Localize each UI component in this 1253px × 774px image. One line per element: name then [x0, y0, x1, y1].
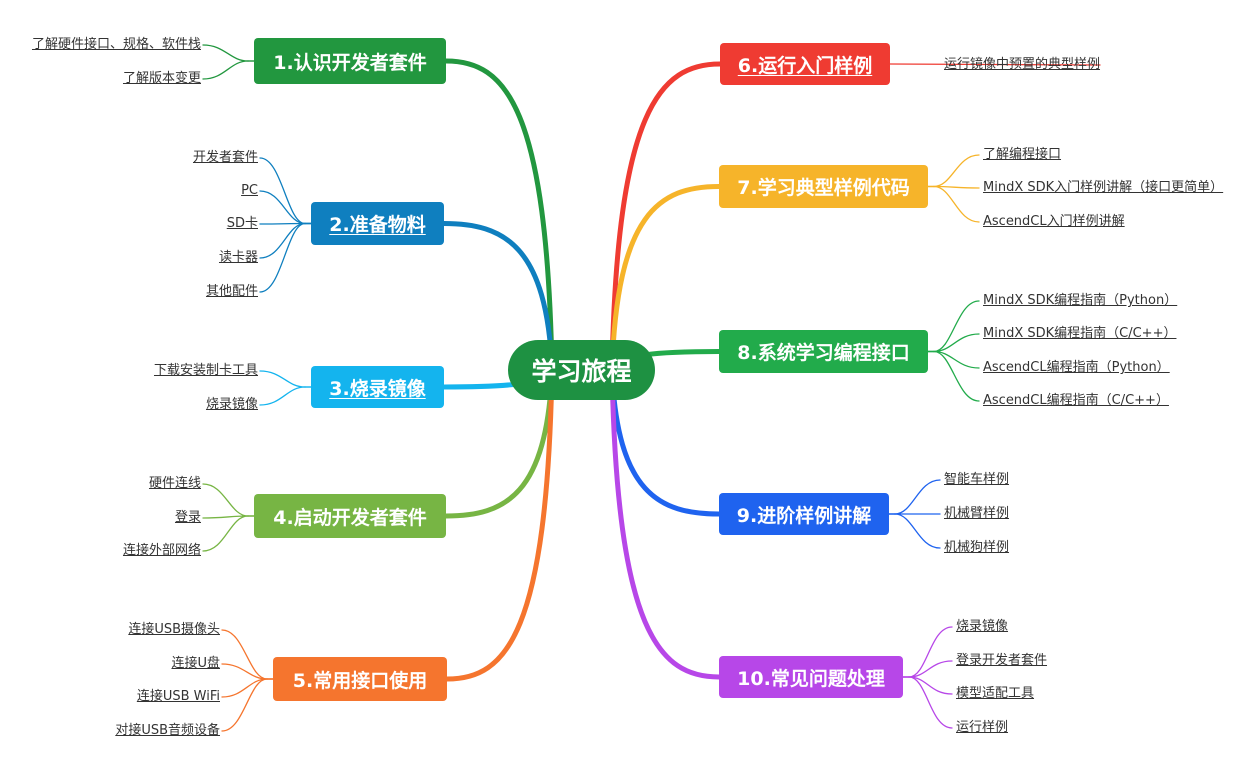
leaf-3-1[interactable]: 下载安装制卡工具 [153, 363, 258, 378]
branch-label-6: 6.运行入门样例 [737, 54, 873, 77]
leaf-connector-10-1 [908, 626, 953, 678]
branch-node-9[interactable]: 9.进阶样例讲解 [719, 493, 889, 535]
leaf-connector-6-1 [889, 63, 1101, 66]
branch-label-3: 3.烧录镜像 [329, 377, 426, 400]
branch-node-2[interactable]: 2.准备物料 [311, 202, 444, 245]
branch-connector-2 [441, 221, 555, 373]
leaf-8-3[interactable]: AscendCL编程指南（Python） [983, 360, 1170, 375]
leaf-10-3[interactable]: 模型适配工具 [956, 686, 1035, 701]
leaf-7-3[interactable]: AscendCL入门样例讲解 [983, 214, 1125, 229]
leaf-connector-7-1 [933, 154, 980, 188]
leaf-connector-10-4 [908, 676, 953, 729]
branch-node-8[interactable]: 8.系统学习编程接口 [719, 330, 928, 373]
leaf-7-2[interactable]: MindX SDK入门样例讲解（接口更简单） [983, 180, 1224, 195]
leaf-5-4[interactable]: 对接USB音频设备 [115, 723, 220, 738]
leaf-connector-8-2 [933, 333, 980, 353]
branch-node-7[interactable]: 7.学习典型样例代码 [719, 165, 928, 208]
branch-connector-10 [609, 367, 722, 680]
leaf-8-4[interactable]: AscendCL编程指南（C/C++） [983, 393, 1169, 408]
leaf-10-2[interactable]: 登录开发者套件 [956, 653, 1048, 668]
central-topic-label: 学习旅程 [531, 357, 632, 386]
leaf-9-1[interactable]: 智能车样例 [944, 472, 1010, 487]
leaf-4-1[interactable]: 硬件连线 [148, 476, 201, 491]
branch-connector-5 [444, 367, 555, 682]
leaf-connector-5-4 [221, 678, 268, 732]
leaf-9-2[interactable]: 机械臂样例 [944, 506, 1010, 521]
leaf-connector-2-4 [259, 222, 306, 259]
leaf-2-2[interactable]: PC [241, 183, 258, 198]
branch-node-5[interactable]: 5.常用接口使用 [273, 657, 447, 701]
branch-label-7: 7.学习典型样例代码 [737, 177, 910, 199]
leaf-5-3[interactable]: 连接USB WiFi [136, 689, 220, 704]
leaf-connector-2-3 [259, 222, 306, 225]
branch-node-3[interactable]: 3.烧录镜像 [311, 366, 444, 408]
leaf-connector-8-1 [933, 300, 980, 353]
branch-label-1: 1.认识开发者套件 [273, 51, 427, 74]
leaf-10-4[interactable]: 运行样例 [956, 720, 1009, 735]
branch-label-8: 8.系统学习编程接口 [737, 342, 910, 364]
leaf-4-2[interactable]: 登录 [174, 510, 201, 525]
leaf-10-1[interactable]: 烧录镜像 [956, 619, 1009, 634]
leaf-connector-1-2 [202, 60, 249, 80]
leaf-1-2[interactable]: 了解版本变更 [122, 71, 201, 86]
leaf-connector-2-1 [259, 157, 306, 225]
leaf-connector-4-1 [202, 483, 249, 517]
leaf-9-3[interactable]: 机械狗样例 [944, 540, 1010, 555]
branch-node-6[interactable]: 6.运行入门样例 [720, 43, 890, 85]
leaf-5-1[interactable]: 连接USB摄像头 [128, 622, 220, 637]
branch-label-9: 9.进阶样例讲解 [736, 504, 872, 527]
central-topic[interactable]: 学习旅程 [508, 340, 655, 400]
leaf-7-1[interactable]: 了解编程接口 [983, 147, 1062, 162]
branch-connector-6 [609, 61, 723, 373]
leaf-5-2[interactable]: 连接U盘 [171, 656, 220, 671]
leaf-2-3[interactable]: SD卡 [226, 216, 258, 231]
branch-node-4[interactable]: 4.启动开发者套件 [254, 494, 446, 538]
leaf-2-1[interactable]: 开发者套件 [192, 150, 258, 165]
branch-label-5: 5.常用接口使用 [292, 669, 428, 692]
leaf-connector-2-2 [259, 190, 306, 225]
branch-label-4: 4.启动开发者套件 [273, 506, 427, 529]
leaf-connector-3-2 [259, 386, 306, 406]
leaf-connector-9-3 [894, 513, 941, 549]
leaf-2-5[interactable]: 其他配件 [205, 284, 258, 299]
leaf-connector-3-1 [259, 370, 306, 388]
leaf-connector-1-1 [202, 44, 249, 62]
branch-connector-1 [443, 58, 555, 373]
leaf-connector-4-3 [202, 515, 249, 552]
branch-node-1[interactable]: 1.认识开发者套件 [254, 38, 446, 84]
leaf-1-1[interactable]: 了解硬件接口、规格、软件栈 [31, 37, 201, 52]
leaf-connector-5-1 [221, 629, 268, 680]
leaf-3-2[interactable]: 烧录镜像 [205, 397, 258, 412]
leaf-connector-7-3 [933, 185, 980, 223]
leaf-connector-9-1 [894, 479, 941, 515]
leaf-8-1[interactable]: MindX SDK编程指南（Python） [983, 293, 1178, 308]
leaf-6-1[interactable]: 运行镜像中预置的典型样例 [944, 57, 1101, 72]
branch-node-10[interactable]: 10.常见问题处理 [719, 656, 903, 698]
leaf-4-3[interactable]: 连接外部网络 [122, 543, 201, 558]
leaf-connector-10-2 [908, 660, 953, 678]
leaf-connector-8-4 [933, 350, 980, 402]
leaf-connector-2-5 [259, 222, 306, 293]
branch-label-10: 10.常见问题处理 [737, 667, 885, 690]
leaf-2-4[interactable]: 读卡器 [218, 250, 258, 265]
branch-connector-7 [609, 184, 722, 373]
leaf-8-2[interactable]: MindX SDK编程指南（C/C++） [983, 326, 1177, 341]
leaf-connector-5-2 [221, 663, 268, 680]
branch-label-2: 2.准备物料 [329, 214, 426, 236]
